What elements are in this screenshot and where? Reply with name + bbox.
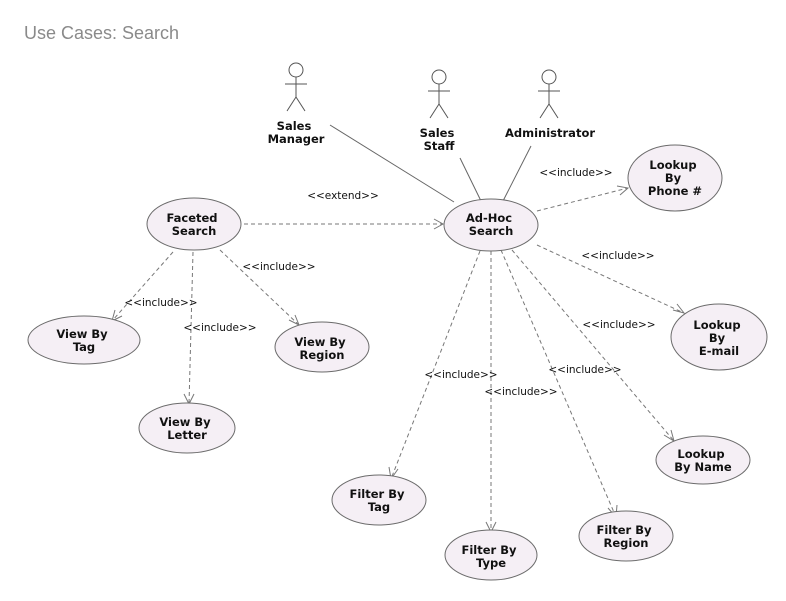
association-line — [329, 124, 455, 203]
actor-label: Administrator — [505, 126, 595, 140]
include-dependency — [536, 244, 686, 314]
association-line — [459, 157, 482, 202]
include-dependency — [111, 251, 174, 322]
svg-text:Filter By Tag: Filter By Tag — [350, 487, 409, 514]
svg-text:Lookup By E-mail: Lookup By E-mail — [693, 318, 744, 358]
svg-text:Lookup By Name: Lookup By Name — [674, 447, 732, 474]
include-label: <<include>> — [582, 319, 655, 331]
use-case-filter-by-region[interactable]: Filter By Region — [578, 510, 674, 562]
include-label: <<include>> — [424, 369, 497, 381]
use-case-lookup-by-email[interactable]: Lookup By E-mail — [670, 303, 768, 371]
stick-figure-icon — [538, 69, 560, 119]
include-dependency — [536, 185, 630, 212]
include-label: <<include>> — [183, 322, 256, 334]
svg-text:Lookup By Phone #: Lookup By Phone # — [648, 158, 702, 198]
use-case-adhoc-search[interactable]: Ad-Hoc Search — [443, 198, 539, 252]
include-label: <<include>> — [539, 167, 612, 179]
use-case-view-by-letter[interactable]: View By Letter — [138, 402, 236, 454]
extend-dependency — [244, 218, 445, 230]
include-label: <<include>> — [242, 261, 315, 273]
include-dependency — [500, 249, 618, 519]
use-case-filter-by-tag[interactable]: Filter By Tag — [331, 474, 427, 526]
actor-administrator[interactable]: Administrator — [505, 69, 595, 140]
actor-sales-staff[interactable]: Sales Staff — [420, 69, 459, 153]
diagram-title: Use Cases: Search — [24, 23, 179, 43]
actor-label: Sales Manager — [268, 119, 325, 146]
use-case-view-by-region[interactable]: View By Region — [274, 321, 370, 373]
svg-text:View By Letter: View By Letter — [159, 415, 214, 442]
include-dependency — [511, 249, 675, 443]
include-label: <<include>> — [548, 364, 621, 376]
use-case-filter-by-type[interactable]: Filter By Type — [444, 529, 538, 581]
use-case-lookup-by-phone[interactable]: Lookup By Phone # — [627, 144, 723, 212]
include-dependency — [388, 250, 481, 481]
extend-label: <<extend>> — [307, 190, 379, 202]
stick-figure-icon — [285, 62, 307, 112]
svg-text:View By Tag: View By Tag — [56, 327, 111, 354]
stick-figure-icon — [428, 69, 450, 119]
svg-text:Faceted Search: Faceted Search — [166, 211, 221, 238]
actor-label: Sales Staff — [420, 126, 459, 153]
include-label: <<include>> — [124, 297, 197, 309]
include-label: <<include>> — [484, 386, 557, 398]
use-case-faceted-search[interactable]: Faceted Search — [146, 197, 242, 251]
svg-text:Filter By Region: Filter By Region — [597, 523, 656, 550]
association-line — [502, 145, 532, 202]
actor-sales-manager[interactable]: Sales Manager — [268, 62, 325, 146]
svg-text:Ad-Hoc Search: Ad-Hoc Search — [466, 211, 516, 238]
include-label: <<include>> — [581, 250, 654, 262]
use-case-lookup-by-name[interactable]: Lookup By Name — [655, 435, 751, 485]
svg-text:Filter By Type: Filter By Type — [462, 543, 521, 570]
use-case-view-by-tag[interactable]: View By Tag — [27, 315, 141, 365]
svg-text:View By Region: View By Region — [294, 335, 349, 362]
